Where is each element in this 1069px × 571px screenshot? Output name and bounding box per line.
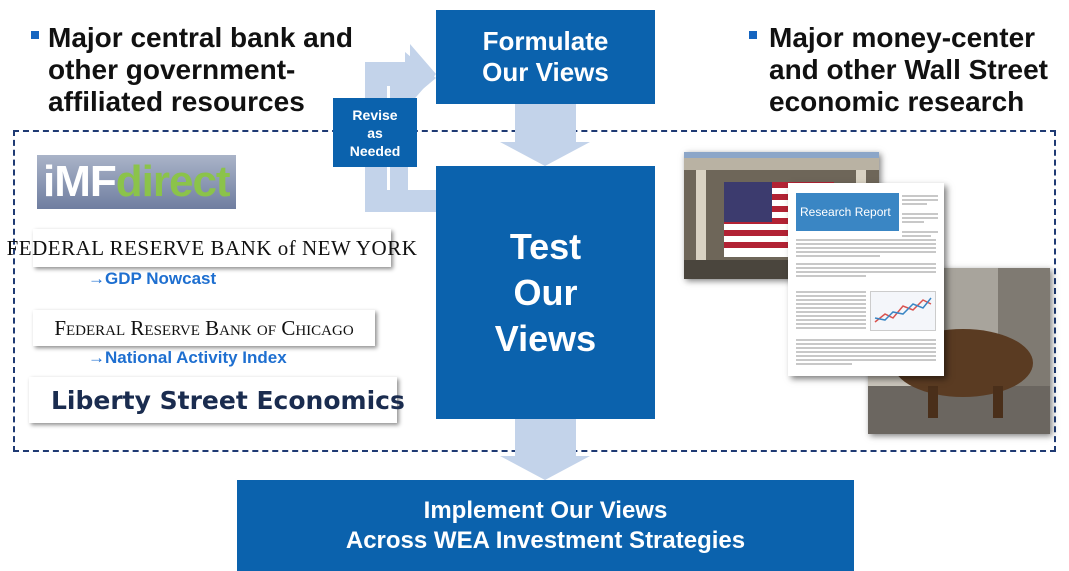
test-line: Our — [513, 271, 578, 313]
liberty-street-label: Liberty Street Economics — [51, 385, 405, 415]
left-bullet-line: Major central bank and — [48, 22, 353, 53]
research-report-document: Research Report — [788, 183, 944, 376]
bullet-square-icon — [31, 31, 39, 39]
implement-views-box: Implement Our Views Across WEA Investmen… — [237, 480, 854, 571]
revise-line: Needed — [349, 142, 401, 159]
left-bullet-line: affiliated resources — [48, 86, 305, 117]
revise-as-needed-box: Revise as Needed — [333, 98, 417, 167]
left-bullet: Major central bank and other government-… — [31, 22, 353, 118]
chicago-fed-logo: Federal Reserve Bank of Chicago — [33, 310, 375, 346]
test-views-box: Test Our Views — [436, 166, 655, 419]
ny-fed-logo: FEDERAL RESERVE BANK of NEW YORK — [7, 229, 417, 267]
formulate-line: Our Views — [482, 57, 609, 87]
imf-logo-text-direct: direct — [115, 157, 231, 206]
report-chart-thumbnail — [870, 291, 936, 331]
report-banner: Research Report — [796, 193, 899, 231]
report-line-chart-icon — [874, 297, 932, 323]
ny-fed-label: FEDERAL RESERVE BANK of NEW YORK — [6, 235, 418, 260]
left-bullet-line: other government- — [48, 54, 296, 85]
report-body-text — [796, 239, 936, 279]
bullet-square-icon — [749, 31, 757, 39]
implement-line: Across WEA Investment Strategies — [345, 526, 746, 554]
imf-logo-text: iMF — [43, 157, 117, 206]
revise-line: as — [367, 124, 383, 141]
formulate-line: Formulate — [482, 26, 609, 56]
down-arrow-formulate-test — [500, 104, 590, 166]
right-bullet-line: and other Wall Street — [769, 54, 1049, 85]
report-footer-text — [796, 339, 936, 367]
liberty-street-logo: Liberty Street Economics — [29, 377, 405, 423]
test-line: Views — [494, 317, 597, 359]
report-sidebar-text — [902, 195, 938, 239]
right-bullet: Major money-center and other Wall Street… — [749, 22, 1049, 118]
down-arrow-test-implement — [500, 419, 590, 480]
national-activity-index-link[interactable]: →National Activity Index — [88, 348, 287, 367]
formulate-views-box: Formulate Our Views — [436, 10, 655, 104]
implement-line: Implement Our Views — [423, 496, 668, 524]
test-line: Test — [509, 225, 582, 267]
right-bullet-line: economic research — [769, 86, 1025, 117]
report-column-text — [796, 291, 866, 331]
right-bullet-line: Major money-center — [769, 22, 1036, 53]
revise-loop-arrow — [390, 52, 436, 210]
revise-line: Revise — [352, 106, 398, 123]
chicago-fed-label: Federal Reserve Bank of Chicago — [54, 315, 354, 340]
report-title: Research Report — [800, 205, 891, 219]
gdp-nowcast-link[interactable]: →GDP Nowcast — [88, 269, 217, 288]
